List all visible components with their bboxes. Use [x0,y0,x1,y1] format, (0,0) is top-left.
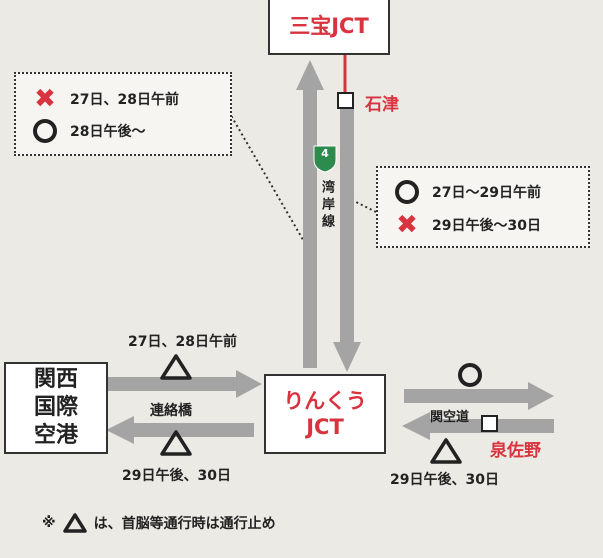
legend-right-row-1-text: 27日～29日午前 [432,185,541,201]
bridge-top-text: 27日、28日午前 [128,334,237,350]
legend-left-row-1: ✖ 27日、28日午前 [32,86,179,112]
legend-left-row-1-text: 27日、28日午前 [70,92,179,108]
legend-left-row-2-text: 28日午後～ [70,124,146,140]
bridge-west-restricted-icon [160,430,192,456]
legend-left: ✖ 27日、28日午前 28日午後～ [14,72,232,156]
kanku-road-name: 関空道 [430,410,470,425]
kanku-road-bottom-text: 29日午後、30日 [390,472,499,488]
open-circle-icon [33,119,57,143]
kansai-airport-line3: 空港 [33,423,78,448]
rinku-jct-box: りんくう JCT [264,374,386,454]
ishizu-label: 石津 [365,95,399,115]
route-shield [313,145,337,173]
legend-right-row-1: 27日～29日午前 [394,180,541,204]
sanpo-jct-box: 三宝JCT [268,0,390,55]
footnote-text: は、首脳等通行時は通行止め [93,516,276,532]
rinku-jct-label-line1: りんくう [283,389,367,413]
bridge-west-arrow [106,416,254,444]
kansai-airport-box: 関西 国際 空港 [4,362,108,454]
bridge-name: 連絡橋 [150,403,192,419]
footnote-prefix: ※ [42,515,56,531]
bridge-bottom-text: 29日午後、30日 [122,468,231,484]
open-circle-icon [395,180,419,204]
izumisano-ramp-marker [481,415,498,432]
kansai-airport-line1: 関西 [33,367,78,392]
closed-x-icon: ✖ [34,84,56,114]
footnote: ※ は、首脳等通行時は通行止め [42,512,276,534]
kanku-west-restricted-icon [430,438,462,464]
route-name: 湾岸線 [319,180,334,231]
triangle-icon [62,513,87,533]
ishizu-ramp-marker [337,92,354,109]
legend-right: 27日～29日午前 ✖ 29日午後～30日 [376,166,590,248]
kansai-airport-line2: 国際 [33,395,78,420]
sanpo-jct-label: 三宝JCT [289,13,369,38]
legend-right-connector [351,199,377,213]
kanku-east-open-icon [458,363,482,387]
bridge-east-arrow [108,370,262,398]
bridge-east-restricted-icon [160,354,192,380]
kanku-east-arrow [404,382,554,410]
legend-right-row-2-text: 29日午後～30日 [432,218,541,234]
legend-left-connector [228,111,307,246]
legend-left-row-2: 28日午後～ [32,119,145,143]
wangan-south-arrow [333,108,361,372]
route-number: 4 [321,147,329,160]
closed-x-icon: ✖ [396,210,418,240]
legend-right-row-2: ✖ 29日午後～30日 [394,212,541,238]
rinku-jct-label-line2: JCT [306,415,344,439]
izumisano-label: 泉佐野 [490,441,541,461]
